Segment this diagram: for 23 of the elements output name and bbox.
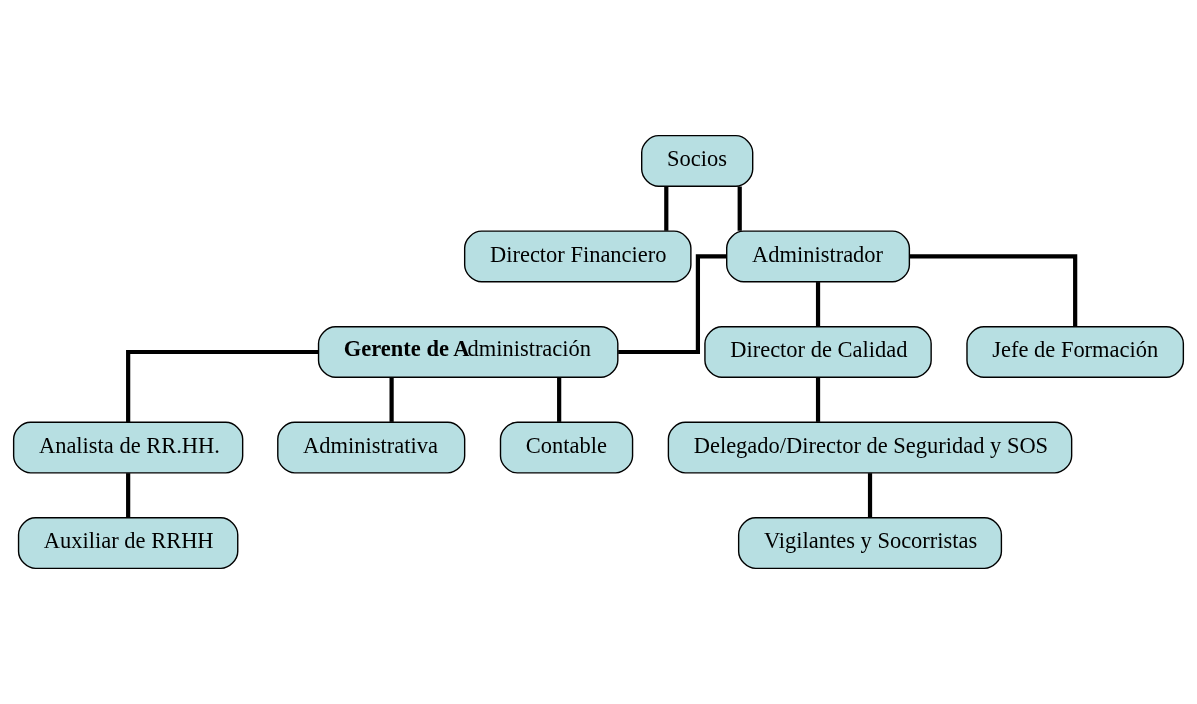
node-box: Auxiliar de RRHH — [17, 517, 239, 570]
connector — [389, 377, 394, 422]
connector — [737, 186, 742, 231]
connector — [909, 254, 1078, 327]
node-box: Jefe de Formación — [966, 326, 1185, 378]
connector — [126, 349, 319, 422]
connector — [664, 186, 669, 231]
connector — [815, 377, 821, 422]
connector — [815, 282, 821, 327]
node-box: Gerente de Administración — [317, 326, 619, 378]
node-box: Director de Calidad — [704, 326, 932, 378]
node-box: Socios — [641, 134, 754, 187]
node-box: Contable — [499, 421, 634, 474]
node-box: Analista de RR.HH. — [12, 421, 244, 474]
connector — [618, 254, 727, 355]
connector — [867, 473, 873, 518]
node-box: Director Financiero — [463, 230, 692, 283]
node-box: Vigilantes y Socorristas — [737, 517, 1003, 570]
connector — [126, 473, 131, 518]
connector — [557, 377, 562, 422]
node-box: Delegado/Director de Seguridad y SOS — [667, 421, 1073, 474]
node-box: Administrador — [726, 230, 911, 283]
node-box: Administrativa — [277, 421, 466, 474]
